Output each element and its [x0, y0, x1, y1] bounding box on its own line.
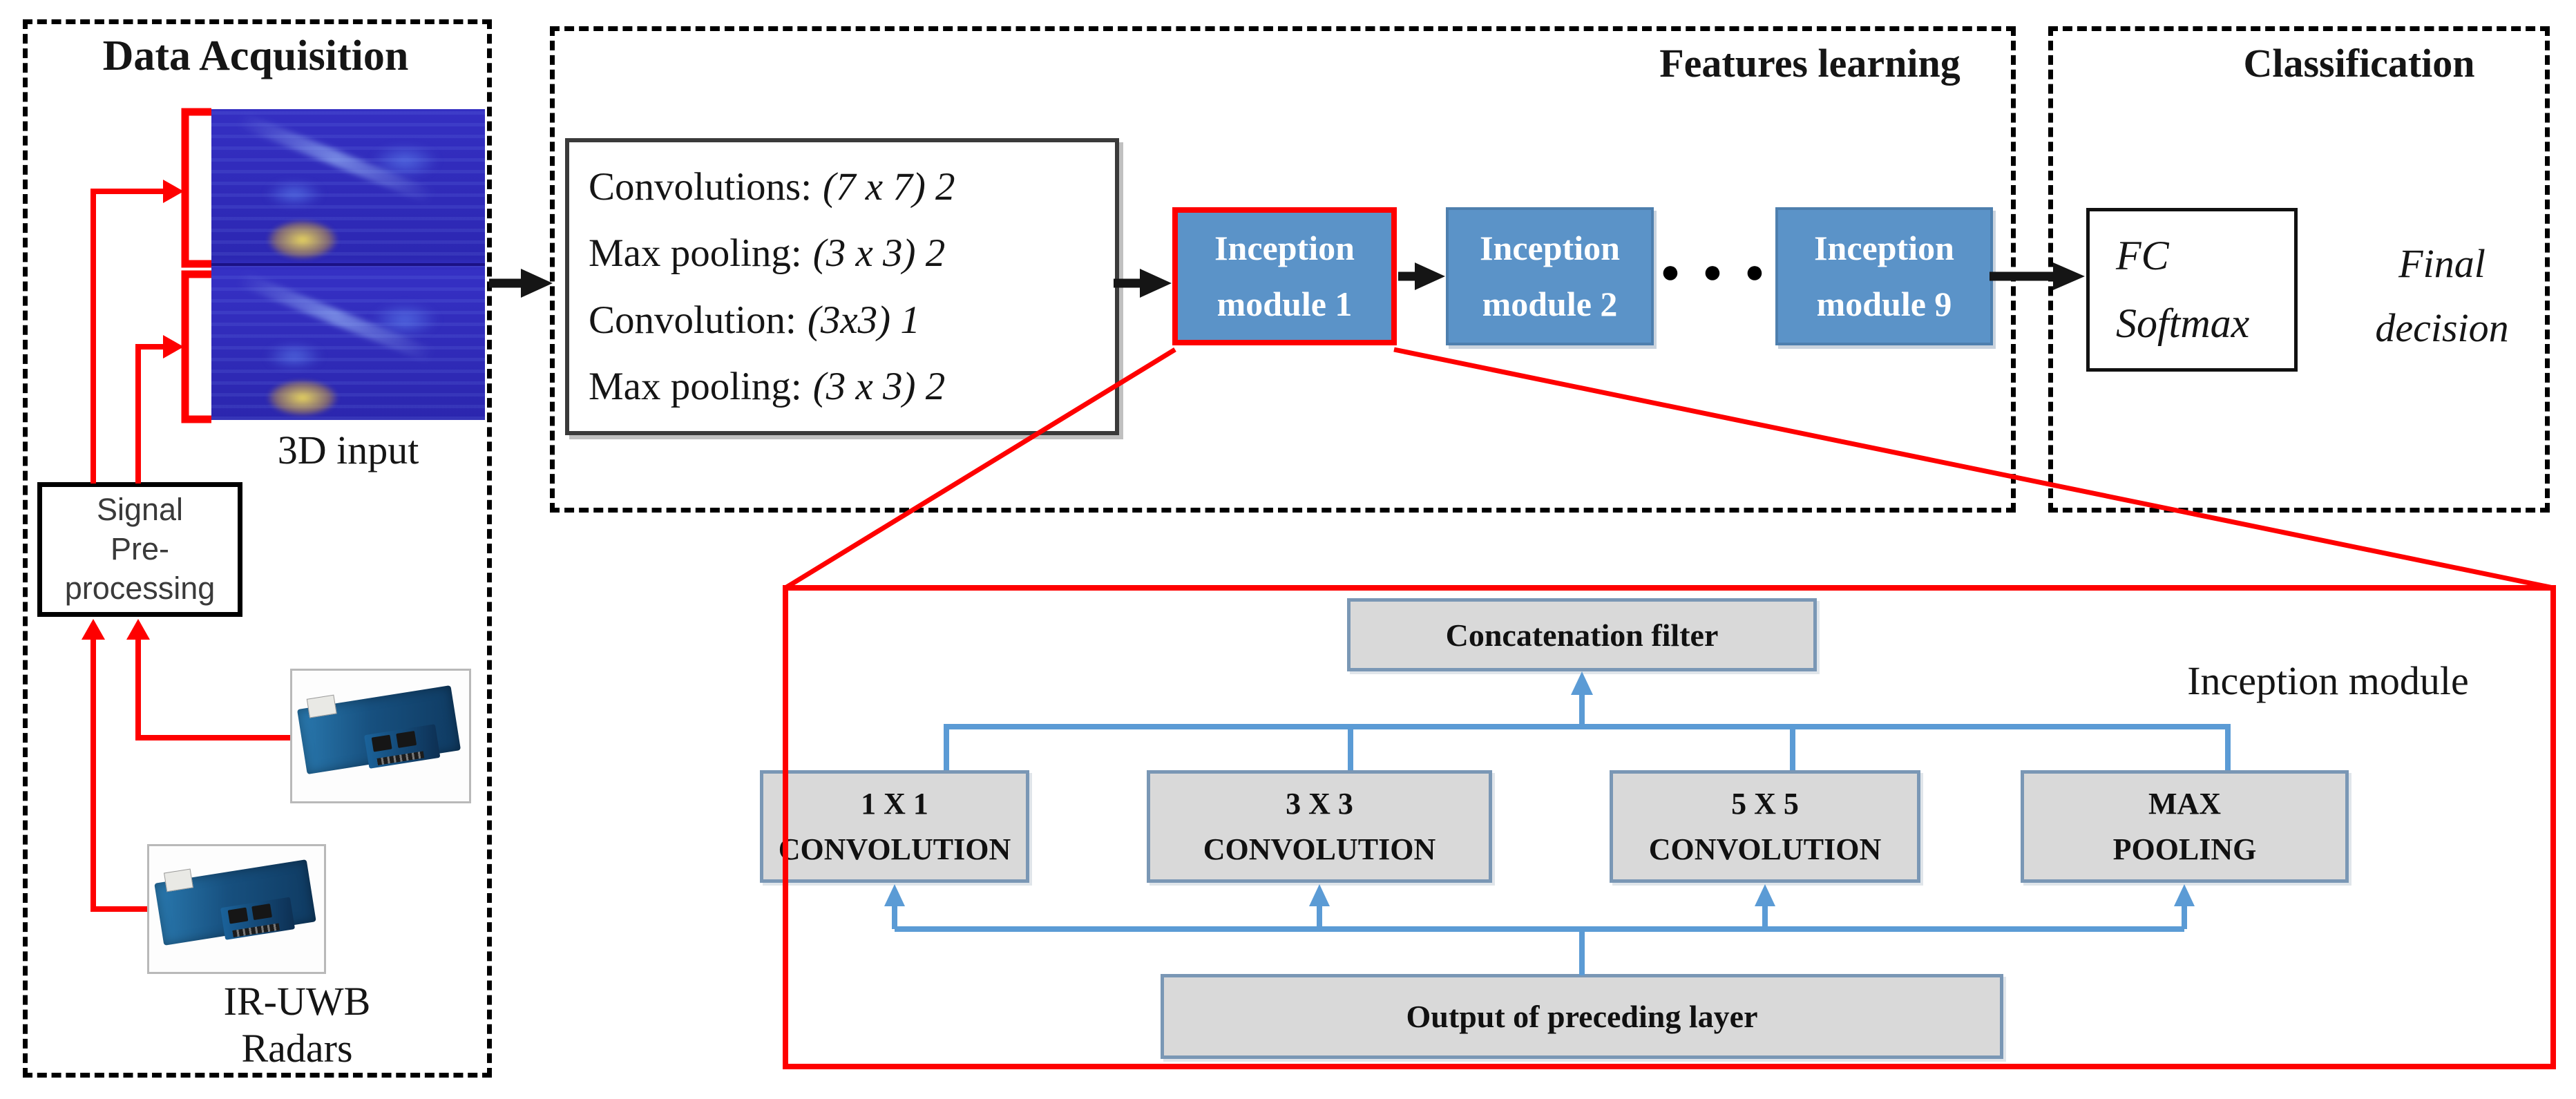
data-acquisition-title: Data Acquisition [102, 32, 409, 79]
classification-title: Classification [2243, 41, 2475, 86]
final-decision-line: Final [2398, 241, 2486, 286]
radar-module-board [363, 724, 440, 769]
branch-label-line: CONVOLUTION [1648, 832, 1882, 866]
branch-1x1-convolution-box: 1 X 1 CONVOLUTION [760, 770, 1029, 883]
spectrogram-hotspot [254, 373, 351, 420]
inception-module-2-box: Inception module 2 [1446, 207, 1654, 345]
ir-uwb-radars-label-line: Radars [241, 1026, 353, 1071]
stem-layers-box: Convolutions:(7 x 7) 2 Max pooling:(3 x … [565, 138, 1119, 435]
module-label-line: module 1 [1217, 285, 1353, 323]
output-preceding-layer-box: Output of preceding layer [1161, 974, 2003, 1059]
signal-preprocessing-line: processing [64, 570, 216, 606]
fc-label-line: Softmax [2116, 300, 2250, 346]
stem-param: (3 x 3) 2 [812, 365, 946, 409]
fc-label-line: FC [2116, 233, 2169, 279]
stem-row: Max pooling:(3 x 3) 2 [589, 231, 1115, 276]
spectrogram-echo-patch [253, 175, 336, 213]
ir-uwb-radars-label-line: IR-UWB [223, 979, 371, 1024]
final-decision-label: Final decision [2307, 232, 2576, 361]
spectrogram-echo-patch [356, 296, 453, 344]
branch-label-line: CONVOLUTION [778, 832, 1011, 866]
branch-label-line: 3 X 3 [1286, 786, 1353, 821]
radar-chip [227, 907, 248, 924]
ellipsis-dots: ● ● ● [1660, 254, 1772, 290]
radar-pcb-board [296, 685, 461, 774]
branch-label-line: 5 X 5 [1731, 786, 1799, 821]
stem-op: Max pooling: [589, 365, 802, 409]
ir-uwb-radar-photo-upper [290, 669, 471, 803]
inception-module-caption: Inception module [2187, 658, 2469, 703]
branch-5x5-convolution-box: 5 X 5 CONVOLUTION [1610, 770, 1920, 883]
branch-label-line: POOLING [2112, 832, 2257, 866]
radar-chip [251, 904, 272, 921]
spectrogram-3d-input-image [211, 109, 485, 420]
stem-param: (3x3) 1 [807, 298, 920, 342]
spectrogram-hotspot [254, 213, 351, 267]
data-acquisition-section [23, 19, 492, 1078]
module-label-line: Inception [1814, 229, 1954, 267]
branch-label-line: CONVOLUTION [1203, 832, 1436, 866]
fc-softmax-box: FC Softmax [2086, 208, 2298, 372]
spectrogram-echo-patch [253, 337, 336, 375]
radar-pin-header [232, 923, 280, 937]
radar-pcb-board [153, 859, 316, 946]
inception-module-9-box: Inception module 9 [1775, 207, 1993, 345]
module-label-line: module 2 [1482, 285, 1618, 323]
stem-op: Convolution: [589, 298, 796, 342]
stem-param: (3 x 3) 2 [812, 231, 946, 276]
final-decision-line: decision [2375, 305, 2509, 350]
signal-preprocessing-box: Signal Pre- processing [37, 482, 242, 617]
module-label-line: Inception [1480, 229, 1620, 267]
branch-max-pooling-box: MAX POOLING [2021, 770, 2349, 883]
ir-uwb-radars-label: IR-UWB Radars [159, 978, 435, 1073]
radar-module-board [220, 897, 296, 941]
concatenation-filter-box: Concatenation filter [1347, 598, 1817, 671]
radar-pin-header [376, 751, 424, 765]
radar-chip [395, 730, 417, 748]
stem-op: Max pooling: [589, 231, 802, 276]
stem-op: Convolutions: [589, 164, 812, 209]
ir-uwb-radar-photo-lower [147, 844, 326, 974]
spectrogram-frame-seam [211, 263, 485, 266]
signal-preprocessing-line: Signal [96, 492, 184, 528]
branch-3x3-convolution-box: 3 X 3 CONVOLUTION [1147, 770, 1492, 883]
signal-preprocessing-line: Pre- [110, 531, 169, 567]
module-label-line: Inception [1214, 229, 1355, 267]
stem-param: (7 x 7) 2 [823, 164, 955, 209]
radar-chip [371, 734, 392, 752]
branch-label-line: MAX [2148, 786, 2222, 821]
module-label-line: module 9 [1816, 285, 1952, 323]
radar-connector [306, 694, 337, 718]
radar-connector [163, 869, 193, 892]
stem-row: Convolution:(3x3) 1 [589, 298, 1115, 343]
features-learning-title: Features learning [1659, 41, 1960, 86]
inception-module-1-box: Inception module 1 [1172, 207, 1397, 345]
output-preceding-layer-label: Output of preceding layer [1406, 999, 1758, 1034]
concatenation-filter-label: Concatenation filter [1445, 617, 1719, 653]
stem-row: Convolutions:(7 x 7) 2 [589, 164, 1115, 209]
3d-input-label: 3D input [277, 428, 419, 472]
stem-row: Max pooling:(3 x 3) 2 [589, 364, 1115, 409]
spectrogram-echo-patch [356, 137, 453, 185]
branch-label-line: 1 X 1 [861, 786, 928, 821]
